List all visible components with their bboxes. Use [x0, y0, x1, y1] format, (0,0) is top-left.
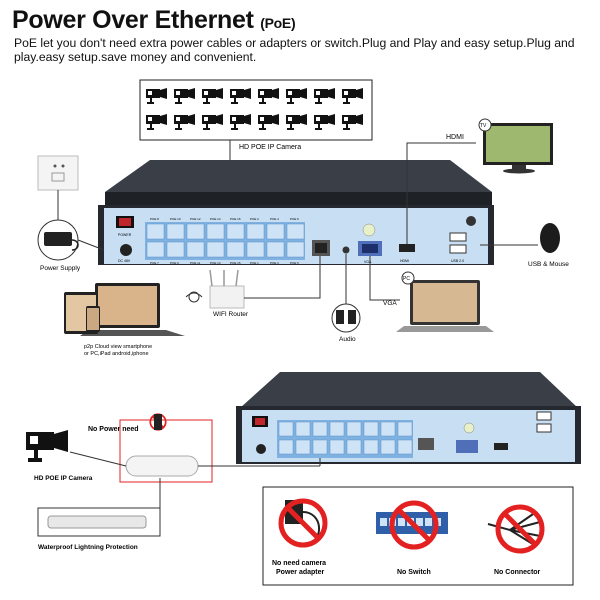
page-description: PoE let you don't need extra power cable…: [14, 36, 575, 64]
port-label: POE 10: [170, 217, 181, 221]
wifi-router-icon: [185, 269, 245, 309]
dc-jack: [120, 244, 132, 256]
port-label: POE 4: [270, 217, 279, 221]
hdmi-port-label: HDMI: [400, 259, 409, 263]
mouse-icon: [540, 223, 560, 253]
cameras-label: HD POE IP Camera: [239, 144, 301, 151]
power-supply-label: Power Supply: [40, 265, 81, 272]
port-label: POE 16: [230, 217, 241, 221]
lightning-protection-icon: [47, 515, 147, 529]
port-label: POE 12: [190, 217, 201, 221]
cloud-label-2: or PC,iPad android,iphone: [84, 351, 149, 357]
camera-label: HD POE IP Camera: [34, 475, 93, 482]
no-connector-item: [487, 507, 542, 551]
port-label: POE 6: [290, 217, 299, 221]
audio-port: [342, 246, 350, 254]
pc-laptop-icon: [396, 280, 494, 332]
port-label: POE 13: [210, 261, 221, 265]
port-label: POE 14: [210, 217, 221, 221]
port-label: POE 15: [230, 261, 241, 265]
no-adapter-item: [281, 500, 325, 546]
no-power-label: No Power need: [88, 426, 139, 433]
dc-label: DC 48V: [118, 259, 131, 263]
pc-badge: PC: [403, 276, 410, 282]
wifi-router-label: WIFI Router: [213, 311, 249, 318]
no-adapter-label-1: No need camera: [272, 560, 326, 567]
title-text: Power Over Ethernet: [12, 6, 254, 34]
tv-icon: [483, 123, 553, 174]
cloud-devices-icon: [64, 283, 185, 336]
camera-icon: [26, 430, 68, 462]
nvr-bottom: [236, 372, 581, 464]
power-switch-label: POWER: [118, 233, 132, 237]
hdmi-label: HDMI: [446, 134, 464, 141]
usb-port: [449, 244, 467, 254]
port-label: POE 7: [150, 261, 159, 265]
vga-label: VGA: [383, 300, 397, 307]
no-switch-item: [376, 503, 448, 547]
no-adapter-label-2: Power adapter: [276, 569, 325, 576]
port-label: POE 11: [190, 261, 201, 265]
title-suffix: (PoE): [260, 15, 296, 31]
tv-badge: TV: [480, 123, 487, 129]
camera-mount-icon: [125, 455, 199, 477]
no-switch-label: No Switch: [397, 569, 431, 576]
lightning-label: Waterproof Lightning Protection: [38, 544, 138, 551]
usb-label: USB & Mouse: [528, 261, 569, 268]
usb-port-label: USB 2.0: [451, 259, 464, 263]
port-label: POE 2: [250, 217, 259, 221]
page-title: Power Over Ethernet (PoE): [12, 6, 296, 35]
port-label: POE 5: [290, 261, 299, 265]
port-label: POE 1: [250, 261, 259, 265]
port-label: POE 3: [270, 261, 279, 265]
vga-port-label: VGA: [364, 260, 372, 264]
poe-ports-top: POE 8 POE 10 POE 12 POE 14 POE 16 POE 2 …: [145, 217, 305, 265]
cloud-label-1: p2p Cloud view smartphone: [84, 344, 152, 350]
hdmi-port: [399, 244, 415, 252]
usb-port: [449, 232, 467, 242]
audio-label: Audio: [339, 336, 356, 343]
no-connector-label: No Connector: [494, 569, 541, 576]
port-label: POE 9: [170, 261, 179, 265]
port-label: POE 8: [150, 217, 159, 221]
